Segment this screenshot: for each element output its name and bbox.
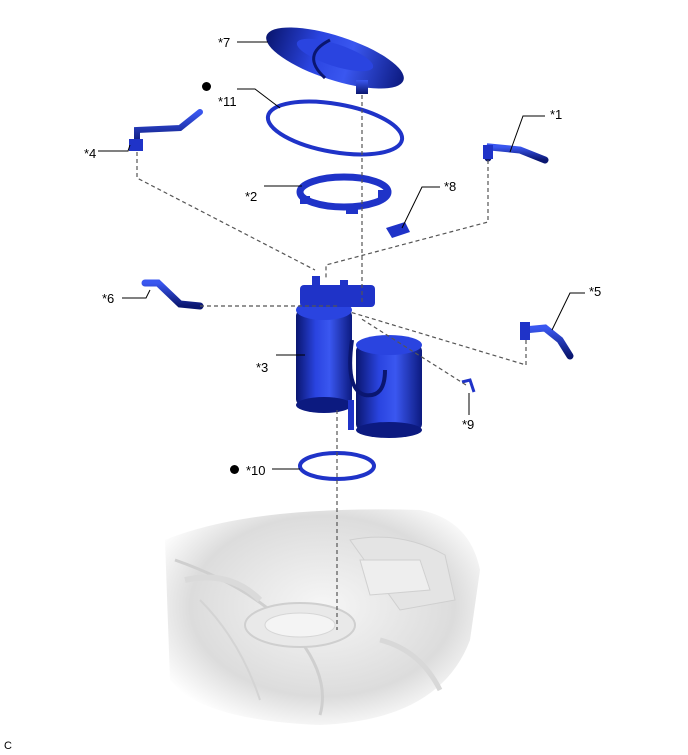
- part-1-hose: [483, 143, 549, 164]
- vehicle-floor-shadow: [165, 509, 480, 725]
- callout-2: *2: [245, 189, 258, 204]
- part-5-hose: [520, 322, 574, 360]
- part-7-cover: [266, 27, 404, 94]
- callout-1: *1: [550, 107, 563, 122]
- callout-7: *7: [218, 35, 231, 50]
- assembly-lines: [136, 95, 527, 630]
- callout-4: *4: [84, 146, 97, 161]
- part-3-pump-assembly: [296, 276, 422, 438]
- part-11-gasket: [265, 99, 405, 157]
- part-4-hose: [129, 109, 203, 151]
- callout-11: *11: [218, 94, 237, 109]
- part-2-retainer: [296, 173, 392, 214]
- part-8-clip: [386, 222, 410, 238]
- leader-lines: [98, 41, 585, 470]
- callout-5: *5: [589, 284, 602, 299]
- illustration-code: C: [4, 740, 12, 752]
- callout-8: *8: [444, 179, 457, 194]
- callout-6: *6: [102, 291, 115, 306]
- callout-3: *3: [256, 360, 269, 375]
- part-6-hose: [141, 279, 204, 310]
- callout-10: *10: [246, 463, 266, 478]
- part-9-clip: [461, 378, 476, 393]
- replace-marker-10: [230, 465, 239, 474]
- callout-9: *9: [462, 417, 475, 432]
- replace-marker-11: [202, 82, 211, 91]
